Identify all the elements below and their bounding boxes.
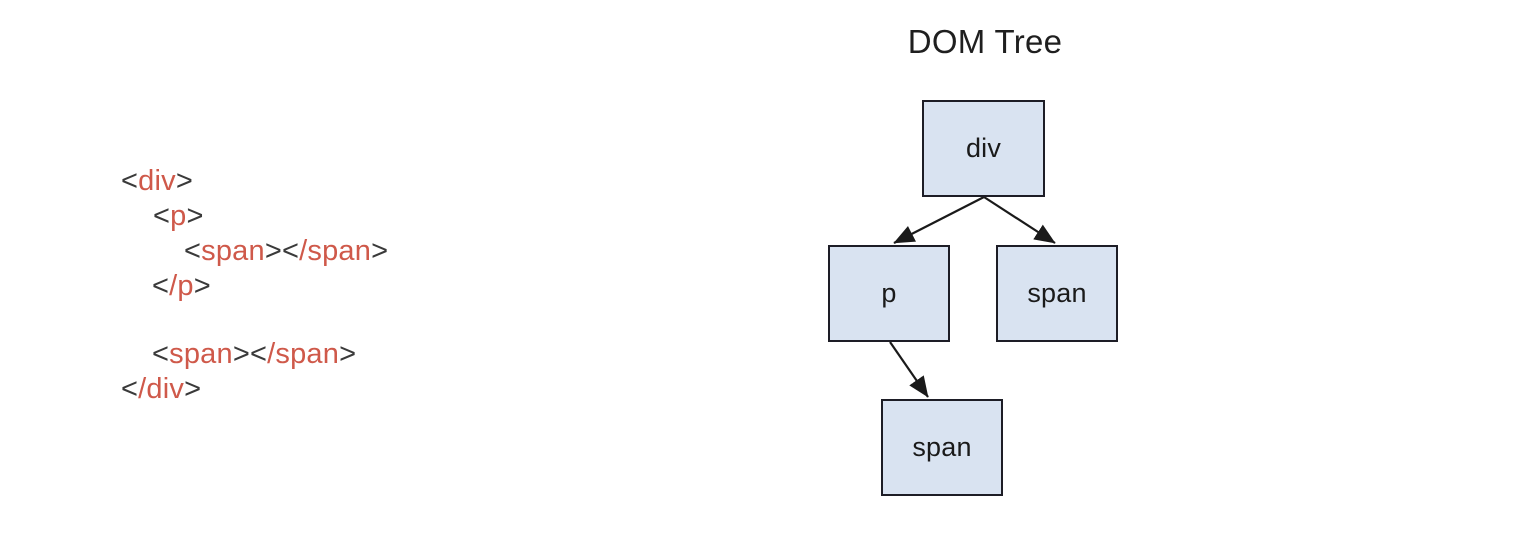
- tree-node-label: p: [881, 278, 897, 308]
- angle-bracket-close: >: [175, 165, 193, 197]
- closing-slash: /: [299, 235, 308, 267]
- angle-bracket-open: <: [153, 200, 171, 232]
- angle-bracket-close: >: [193, 270, 211, 302]
- code-line-3: <span></span>: [184, 234, 388, 269]
- angle-bracket-open: <: [121, 373, 139, 405]
- tag-name-span: span: [201, 235, 265, 267]
- tag-name-p: p: [177, 270, 194, 302]
- tree-node-label: div: [965, 133, 1002, 163]
- angle-bracket-close: >: [264, 235, 282, 267]
- code-line-4: </p>: [152, 269, 211, 304]
- angle-bracket-open: <: [184, 235, 202, 267]
- dom-tree-diagram: DOM Tree div p span span: [760, 0, 1536, 536]
- edge-p-to-span-bottom: [889, 341, 929, 398]
- dom-tree-title: DOM Tree: [907, 23, 1063, 60]
- tree-node-p[interactable]: p: [828, 245, 950, 342]
- angle-bracket-open: <: [249, 338, 268, 370]
- code-line-2: <p>: [153, 199, 204, 234]
- angle-bracket-close: >: [232, 338, 250, 370]
- angle-bracket-open: <: [152, 338, 170, 370]
- angle-bracket-open: <: [121, 165, 139, 197]
- angle-bracket-close: >: [371, 235, 389, 267]
- angle-bracket-close: >: [339, 338, 357, 370]
- tag-name-div: div: [146, 373, 185, 405]
- tag-name-span: span: [275, 338, 340, 370]
- tag-name-span: span: [307, 235, 372, 267]
- tag-name-div: div: [138, 165, 176, 197]
- tag-name-p: p: [170, 200, 187, 232]
- tree-node-span-bottom[interactable]: span: [881, 399, 1003, 496]
- angle-bracket-open: <: [152, 270, 170, 302]
- code-line-7: </div>: [121, 372, 201, 407]
- angle-bracket-close: >: [186, 200, 204, 232]
- html-source-listing: <div> <p> <span></span> </p> <span></spa…: [0, 0, 760, 536]
- tree-node-div[interactable]: div: [922, 100, 1045, 197]
- edge-div-to-p: [893, 196, 985, 244]
- tree-node-span-right[interactable]: span: [996, 245, 1118, 342]
- tag-name-span: span: [169, 338, 233, 370]
- closing-slash: /: [267, 338, 276, 370]
- tree-node-label: span: [1027, 278, 1087, 308]
- closing-slash: /: [138, 373, 147, 405]
- angle-bracket-open: <: [281, 235, 300, 267]
- tree-node-label: span: [912, 432, 972, 462]
- angle-bracket-close: >: [184, 373, 202, 405]
- edge-div-to-span-right: [983, 196, 1056, 244]
- code-line-1: <div>: [121, 164, 193, 199]
- code-line-6: <span></span>: [152, 337, 356, 372]
- closing-slash: /: [169, 270, 178, 302]
